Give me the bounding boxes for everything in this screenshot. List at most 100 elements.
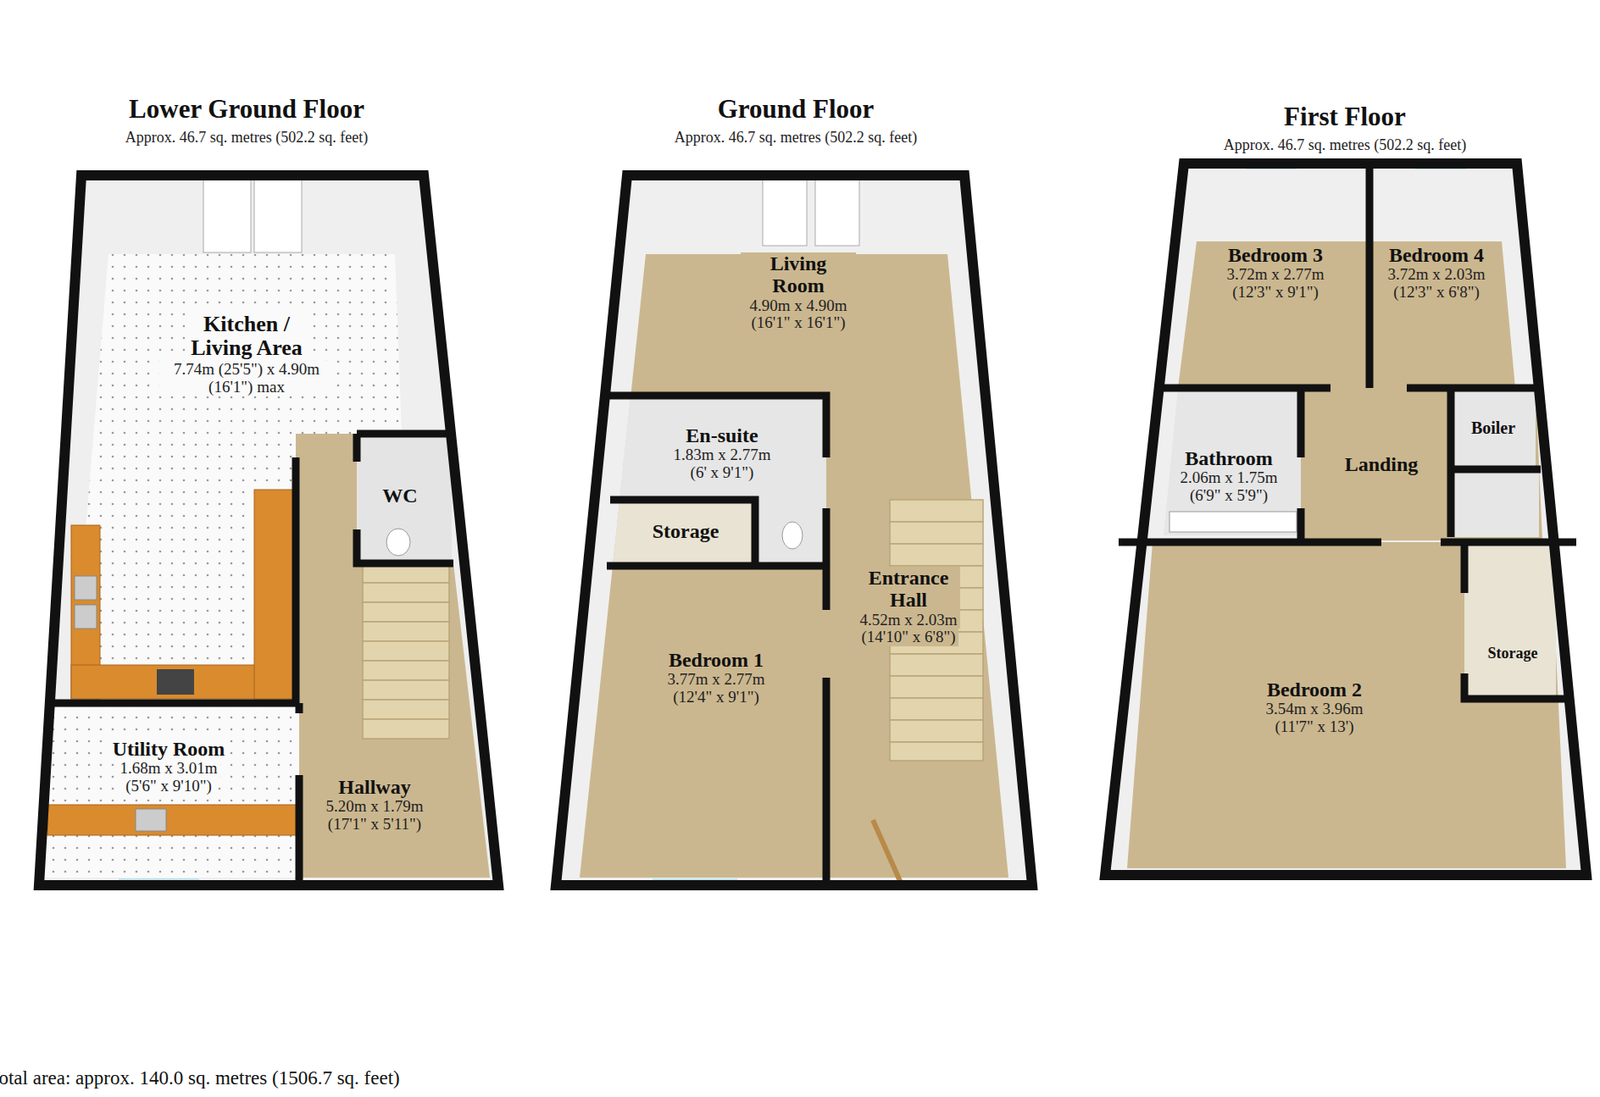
first-floor-illustration — [1105, 161, 1587, 878]
room-name: Bedroom 1 — [666, 649, 767, 672]
room-dimensions: (12'4" x 9'1") — [670, 688, 762, 707]
room-dimensions: 3.72m x 2.77m — [1223, 266, 1327, 284]
hob — [156, 669, 195, 695]
toilet — [782, 522, 803, 550]
stair-step — [889, 720, 984, 743]
french-door — [203, 179, 251, 253]
french-door — [254, 179, 302, 253]
stair-step — [889, 544, 984, 567]
room: Bedroom 23.54m x 3.96m(11'7" x 13') — [1262, 678, 1366, 737]
bath — [1169, 511, 1297, 533]
room-dimensions: (5'6" x 9'10") — [122, 777, 215, 796]
room-dimensions: 3.77m x 2.77m — [664, 671, 767, 689]
floor-area: Approx. 46.7 sq. metres (502.2 sq. feet) — [1221, 137, 1469, 155]
room-name: Hallway — [335, 776, 413, 799]
stair-step — [362, 641, 450, 662]
room: Hallway5.20m x 1.79m(17'1" x 5'11") — [322, 776, 426, 834]
room-name: Storage — [650, 520, 723, 543]
room-name: WC — [379, 484, 420, 507]
room-dimensions: (6'9" x 5'9") — [1187, 487, 1271, 506]
room-name: Bathroom — [1182, 447, 1276, 470]
window — [118, 878, 200, 887]
tiled-floor — [44, 703, 300, 878]
stair-step — [362, 602, 450, 623]
room-name: Boiler — [1468, 418, 1518, 438]
room-name: Storage — [1485, 645, 1541, 663]
floor-outline-shape — [33, 88, 509, 895]
room-dimensions: 3.54m x 3.96m — [1262, 700, 1366, 719]
storage-floor — [612, 500, 756, 567]
window — [1245, 161, 1297, 170]
staircase — [362, 563, 450, 739]
front-door — [872, 820, 900, 882]
room: En-suite1.83m x 2.77m(6' x 9'1") — [670, 424, 773, 483]
window — [728, 171, 755, 180]
room-name: Bedroom 3 — [1225, 244, 1326, 267]
carpet-floor — [1177, 241, 1368, 389]
toilet — [386, 528, 411, 556]
carpet-floor — [295, 433, 490, 878]
room: Bedroom 13.77m x 2.77m(12'4" x 9'1") — [664, 649, 767, 707]
room-dimensions: (17'1" x 5'11") — [325, 816, 424, 834]
exterior-wall — [555, 175, 1033, 886]
carpet-floor — [1300, 388, 1543, 541]
window — [179, 171, 199, 180]
room: Bathroom2.06m x 1.75m(6'9" x 5'9") — [1177, 447, 1280, 506]
sink — [74, 605, 97, 629]
lower-ground-illustration — [38, 171, 499, 887]
french-door — [815, 173, 860, 246]
floor-outline-shape — [550, 88, 1039, 895]
stair-step — [889, 698, 984, 721]
room: Bedroom 43.72m x 2.03m(12'3" x 6'8") — [1384, 244, 1488, 302]
floor-outline: Ground FloorApprox. 46.7 sq. metres (502… — [550, 88, 1039, 895]
cupboard-floor — [1450, 388, 1536, 470]
room-dimensions: (12'3" x 6'8") — [1390, 283, 1483, 302]
room: Kitchen / Living Area7.74m (25'5") x 4.9… — [159, 312, 334, 397]
room-dimensions: 1.83m x 2.77m — [670, 446, 773, 465]
room-dimensions: (14'10" x 6'8") — [858, 628, 958, 647]
room-dimensions: (6' x 9'1") — [688, 464, 757, 483]
floor-area: Approx. 46.7 sq. metres (502.2 sq. feet) — [122, 129, 371, 147]
room: Landing — [1342, 453, 1422, 476]
ground-illustration — [555, 171, 1033, 887]
stair-step — [889, 742, 984, 762]
room: Utility Room1.68m x 3.01m(5'6" x 9'10") — [110, 738, 228, 796]
window — [868, 171, 895, 180]
stair-step — [889, 522, 984, 545]
room-name: En-suite — [683, 424, 761, 447]
stair-step — [362, 719, 450, 739]
room-dimensions: 5.20m x 1.79m — [322, 798, 426, 817]
room: Boiler — [1468, 418, 1518, 438]
room: Bedroom 33.72m x 2.77m(12'3" x 9'1") — [1223, 244, 1327, 302]
worktop — [254, 489, 296, 700]
room-dimensions: (16'1" x 16'1") — [748, 314, 848, 333]
stair-step — [362, 661, 450, 681]
carpet-floor — [1127, 542, 1567, 869]
internal-wall — [1118, 163, 1577, 700]
stair-step — [889, 654, 984, 677]
room-dimensions: (12'3" x 9'1") — [1229, 283, 1322, 302]
worktop — [47, 805, 297, 836]
floor-heading: Lower Ground Floor — [126, 94, 367, 124]
stair-step — [889, 676, 984, 699]
ensuite-floor — [755, 500, 827, 567]
floor-heading: First Floor — [1281, 102, 1409, 132]
room-dimensions: 3.72m x 2.03m — [1384, 266, 1488, 284]
floor-outline: First FloorApprox. 46.7 sq. metres (502.… — [1097, 88, 1594, 886]
french-door — [762, 173, 807, 246]
wall-surface — [38, 175, 499, 886]
room: Entrance Hall4.52m x 2.03m(14'10" x 6'8"… — [856, 566, 960, 648]
wall-surface — [1105, 163, 1587, 876]
floor-area: Approx. 46.7 sq. metres (502.2 sq. feet) — [672, 129, 920, 147]
room-dimensions: 4.90m x 4.90m — [746, 297, 850, 316]
ensuite-floor — [619, 395, 827, 500]
window — [306, 171, 326, 180]
stair-step — [362, 622, 450, 642]
room: Storage — [650, 520, 723, 543]
internal-wall — [605, 395, 827, 882]
stair-step — [362, 700, 450, 720]
bathroom-floor — [1163, 388, 1301, 536]
room-name: Living Room — [740, 252, 856, 298]
room-name: Bedroom 4 — [1386, 244, 1487, 267]
